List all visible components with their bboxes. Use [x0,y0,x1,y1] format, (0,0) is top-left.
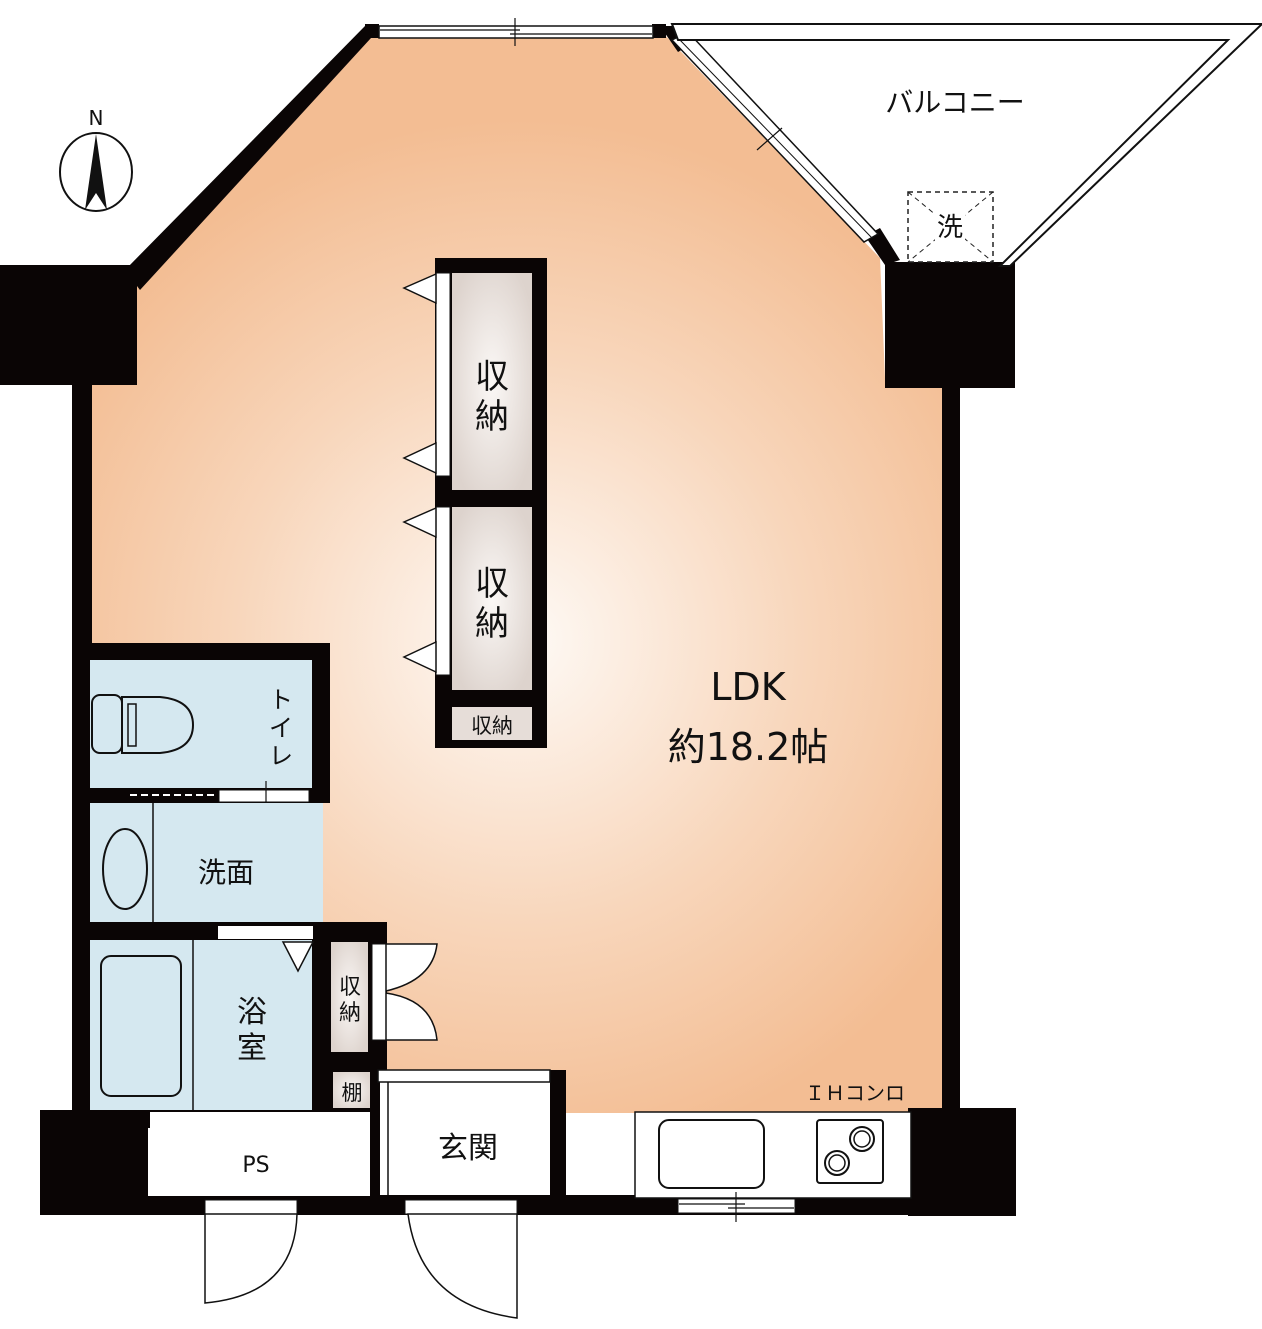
front-door[interactable] [404,1199,518,1319]
svg-text:収: 収 [475,357,509,397]
bathroom: 浴 室 [72,922,387,1112]
sink-icon [658,1119,765,1189]
exterior-walls [0,24,1016,1216]
ps-label: PS [242,1153,269,1178]
door-swing-icon [385,992,438,1041]
svg-text:イ: イ [269,714,293,742]
svg-text:納: 納 [339,1001,361,1026]
sink-icon [102,828,148,910]
svg-text:室: 室 [237,1031,267,1066]
shelf: 棚 [333,1072,370,1108]
svg-text:納: 納 [475,397,509,437]
compass-label: N [89,106,104,130]
washer-label: 洗 [937,213,963,243]
ldk-name: LDK [710,665,786,709]
stove-label: ＩＨコンロ [805,1081,905,1105]
door-swing-icon [385,943,438,992]
balcony: バルコニー 洗 [670,23,1262,267]
north-window [378,18,654,46]
svg-text:納: 納 [475,604,509,644]
entrance: 玄関 [377,1069,551,1319]
svg-text:レ: レ [269,742,293,770]
entrance-label: 玄関 [438,1131,498,1166]
ldk-label: LDK 約18.2帖 [668,665,829,769]
ps-shaft: PS [148,1128,370,1304]
ldk-size: 約18.2帖 [668,725,829,769]
svg-text:浴: 浴 [237,995,267,1030]
toilet-icon [91,694,195,754]
storage-middle: 収 納 [475,564,509,644]
bathtub-icon [100,955,182,1097]
central-storage: 収 納 収 納 収納 [402,258,547,748]
storage-small: 収納 [471,714,513,738]
storage-upper: 収 納 [475,357,509,437]
washroom-label: 洗面 [198,856,254,889]
kitchen-window [677,1192,796,1222]
svg-text:棚: 棚 [342,1081,363,1105]
svg-text:ト: ト [269,686,293,714]
svg-text:収: 収 [339,975,361,1000]
svg-text:収: 収 [475,564,509,604]
washroom: 洗面 [72,803,323,928]
side-storage: 収 納 [331,942,438,1052]
north-arrow-icon: N [59,106,133,212]
ih-stove-icon [816,1119,884,1184]
toilet-room: ト イ レ [72,643,330,812]
washer-space: 洗 [907,191,994,263]
ps-door[interactable] [204,1199,298,1304]
kitchen: ＩＨコンロ [634,1081,912,1222]
balcony-label: バルコニー [885,86,1024,119]
